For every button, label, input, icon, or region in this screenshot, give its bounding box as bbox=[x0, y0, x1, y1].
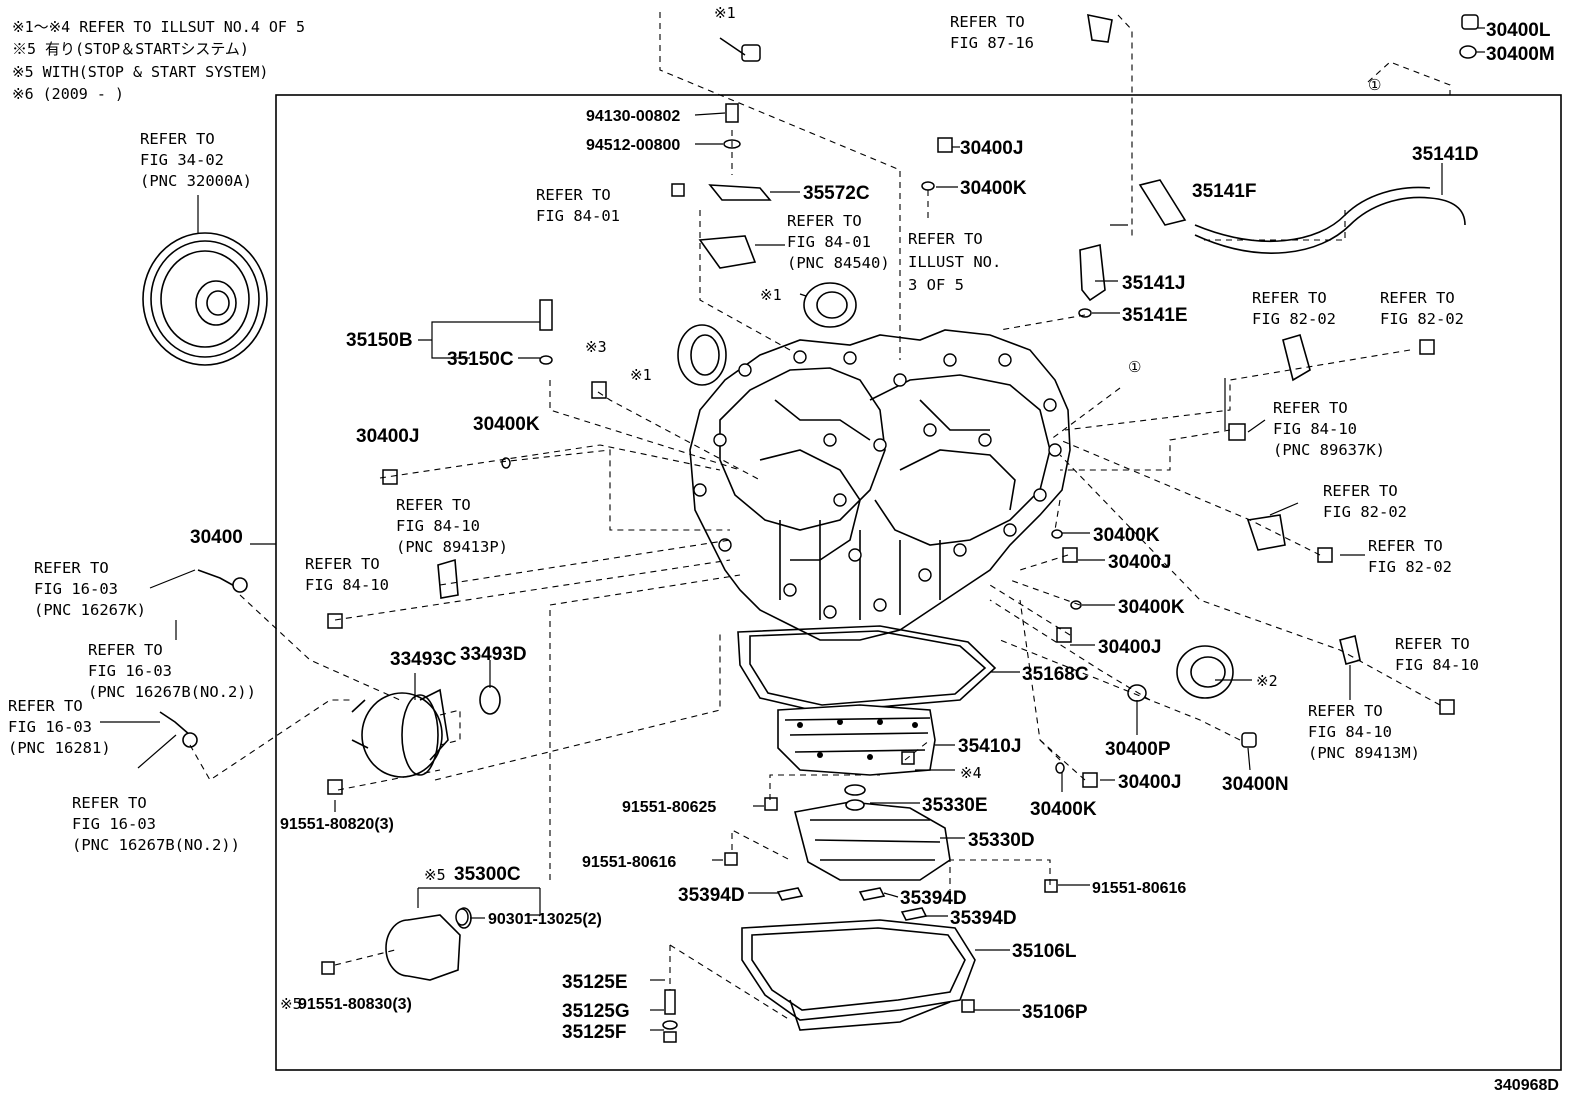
label-35125E: 35125E bbox=[562, 972, 628, 993]
mark-1-seal-2: ※1 bbox=[630, 366, 652, 384]
oil-seal-icons bbox=[677, 282, 1234, 699]
label-35572C: 35572C bbox=[803, 183, 870, 204]
label-35106P: 35106P bbox=[1022, 1002, 1088, 1023]
label-35150C: 35150C bbox=[447, 349, 514, 370]
label-30400J-r3: 30400J bbox=[1118, 772, 1181, 793]
dashed-assembly-lines bbox=[189, 12, 1451, 1021]
label-30400L: 30400L bbox=[1486, 20, 1551, 41]
label-94130-00802: 94130-00802 bbox=[586, 108, 680, 125]
notes-block: ※1～※4 REFER TO ILLSUT NO.4 OF 5 ※5 有り(ST… bbox=[12, 18, 305, 103]
label-35141D: 35141D bbox=[1412, 144, 1479, 165]
label-35330E: 35330E bbox=[922, 795, 988, 816]
valve-body-icon bbox=[777, 704, 936, 776]
circle-1-top: ① bbox=[1368, 76, 1381, 94]
label-30400P: 30400P bbox=[1105, 739, 1171, 760]
mark-5-b: ※5 bbox=[280, 995, 302, 1013]
label-91551-80616-a: 91551-80616 bbox=[582, 854, 676, 871]
pan-gasket-icon bbox=[737, 625, 997, 713]
label-33493D: 33493D bbox=[460, 644, 527, 665]
footnote-marks: ※1 ※1 ※1 ※3 ※4 ※2 ※5 ※5 ① ① bbox=[280, 4, 1381, 1013]
bolt-icons bbox=[321, 14, 1479, 1043]
oil-strainer-icon bbox=[794, 784, 951, 881]
label-35125G: 35125G bbox=[562, 1001, 630, 1022]
mark-4: ※4 bbox=[960, 764, 982, 782]
oil-pan-icon bbox=[741, 919, 976, 1031]
label-30400K-bottom: 30400K bbox=[1030, 799, 1097, 820]
label-35394D-a: 35394D bbox=[678, 885, 745, 906]
diagram-code: 340968D bbox=[1494, 1077, 1559, 1094]
assembly-frame bbox=[275, 94, 1562, 1071]
leader-lines bbox=[100, 27, 1485, 1031]
note-line-2: ※5 有り(STOP＆STARTシステム) bbox=[12, 40, 249, 58]
label-35300C: 35300C bbox=[454, 864, 521, 885]
label-33493C: 33493C bbox=[390, 649, 457, 670]
label-30400M: 30400M bbox=[1486, 44, 1555, 65]
transaxle-case-icon bbox=[689, 329, 1071, 641]
label-30400J-r2: 30400J bbox=[1098, 637, 1161, 658]
label-35150B: 35150B bbox=[346, 330, 413, 351]
label-30400J-top: 30400J bbox=[960, 138, 1023, 159]
label-90301-13025: 90301-13025(2) bbox=[488, 911, 602, 928]
torque-converter-icon bbox=[142, 195, 268, 366]
label-35394D-b: 35394D bbox=[900, 888, 967, 909]
label-30400K-r1: 30400K bbox=[1093, 525, 1160, 546]
label-30400J-left: 30400J bbox=[356, 426, 419, 447]
gasket-small-icons bbox=[776, 887, 928, 921]
label-35125F: 35125F bbox=[562, 1022, 626, 1043]
label-94512-00800: 94512-00800 bbox=[586, 137, 680, 154]
label-30400K-top: 30400K bbox=[960, 178, 1027, 199]
label-35141J: 35141J bbox=[1122, 273, 1185, 294]
label-30400J-r1: 30400J bbox=[1108, 552, 1171, 573]
mark-1-seal: ※1 bbox=[760, 286, 782, 304]
label-35330D: 35330D bbox=[968, 830, 1035, 851]
label-35141F: 35141F bbox=[1192, 181, 1256, 202]
note-line-1: ※1～※4 REFER TO ILLSUT NO.4 OF 5 bbox=[12, 18, 305, 36]
circle-1-mid: ① bbox=[1128, 358, 1141, 376]
part-labels: 30400 30400L 30400M 30400J 30400K 30400J… bbox=[190, 20, 1559, 1094]
label-35168C: 35168C bbox=[1022, 664, 1089, 685]
oil-cooler-icon bbox=[351, 685, 501, 778]
label-35141E: 35141E bbox=[1122, 305, 1188, 326]
label-35394D-c: 35394D bbox=[950, 908, 1017, 929]
mark-3: ※3 bbox=[585, 338, 607, 356]
mark-2: ※2 bbox=[1256, 672, 1278, 690]
note-line-4: ※6 (2009 - ) bbox=[12, 85, 124, 103]
note-line-3: ※5 WITH(STOP & START SYSTEM) bbox=[12, 63, 268, 81]
electric-oil-pump-icon bbox=[385, 907, 472, 981]
mark-5-a: ※5 bbox=[424, 866, 446, 884]
label-30400N: 30400N bbox=[1222, 774, 1289, 795]
label-91551-80820: 91551-80820(3) bbox=[280, 816, 394, 833]
mark-1-top: ※1 bbox=[714, 4, 736, 22]
label-30400K-left: 30400K bbox=[473, 414, 540, 435]
label-30400K-r2: 30400K bbox=[1118, 597, 1185, 618]
label-91551-80616-b: 91551-80616 bbox=[1092, 880, 1186, 897]
label-30400: 30400 bbox=[190, 527, 243, 548]
label-91551-80625: 91551-80625 bbox=[622, 799, 716, 816]
label-35106L: 35106L bbox=[1012, 941, 1077, 962]
label-35410J: 35410J bbox=[958, 736, 1021, 757]
label-91551-80830: 91551-80830(3) bbox=[298, 996, 412, 1013]
